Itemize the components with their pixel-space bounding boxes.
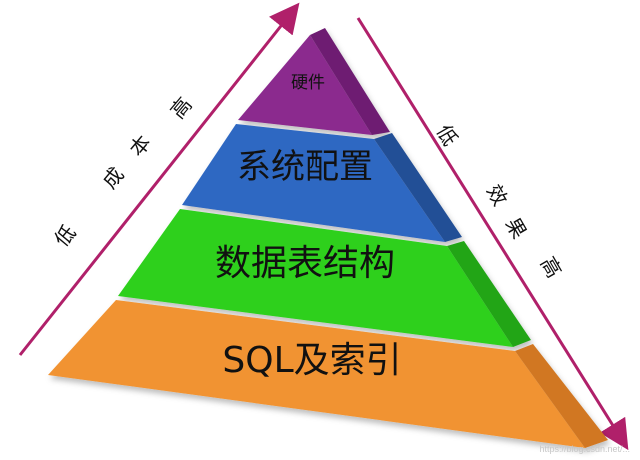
layer-sql-index-side [515,344,608,448]
layer-system-config [182,124,445,242]
cost-arrow [18,2,300,356]
effect-high-label: 高 [536,253,567,282]
effect-arrow [356,17,629,451]
effect-word-label: 效果 [482,181,541,259]
cost-high-label: 高 [165,92,196,123]
layer-hardware-label: 硬件 [291,73,325,93]
layer-hardware-side [310,28,390,135]
layer-sql-index [48,300,585,448]
layer-system-config-side [374,133,462,242]
watermark: https://blog.csdn.net/... [539,444,630,454]
layer-system-config-label: 系统配置 [237,147,373,187]
layer-table-structure-label: 数据表结构 [215,243,395,284]
layer-table-structure [118,209,513,347]
layer-hardware [238,35,372,135]
pyramid [48,28,608,448]
cost-low-label: 低 [49,220,80,251]
layer-sql-index-label: SQL及索引 [222,340,401,381]
layer-table-structure-side [447,241,531,347]
